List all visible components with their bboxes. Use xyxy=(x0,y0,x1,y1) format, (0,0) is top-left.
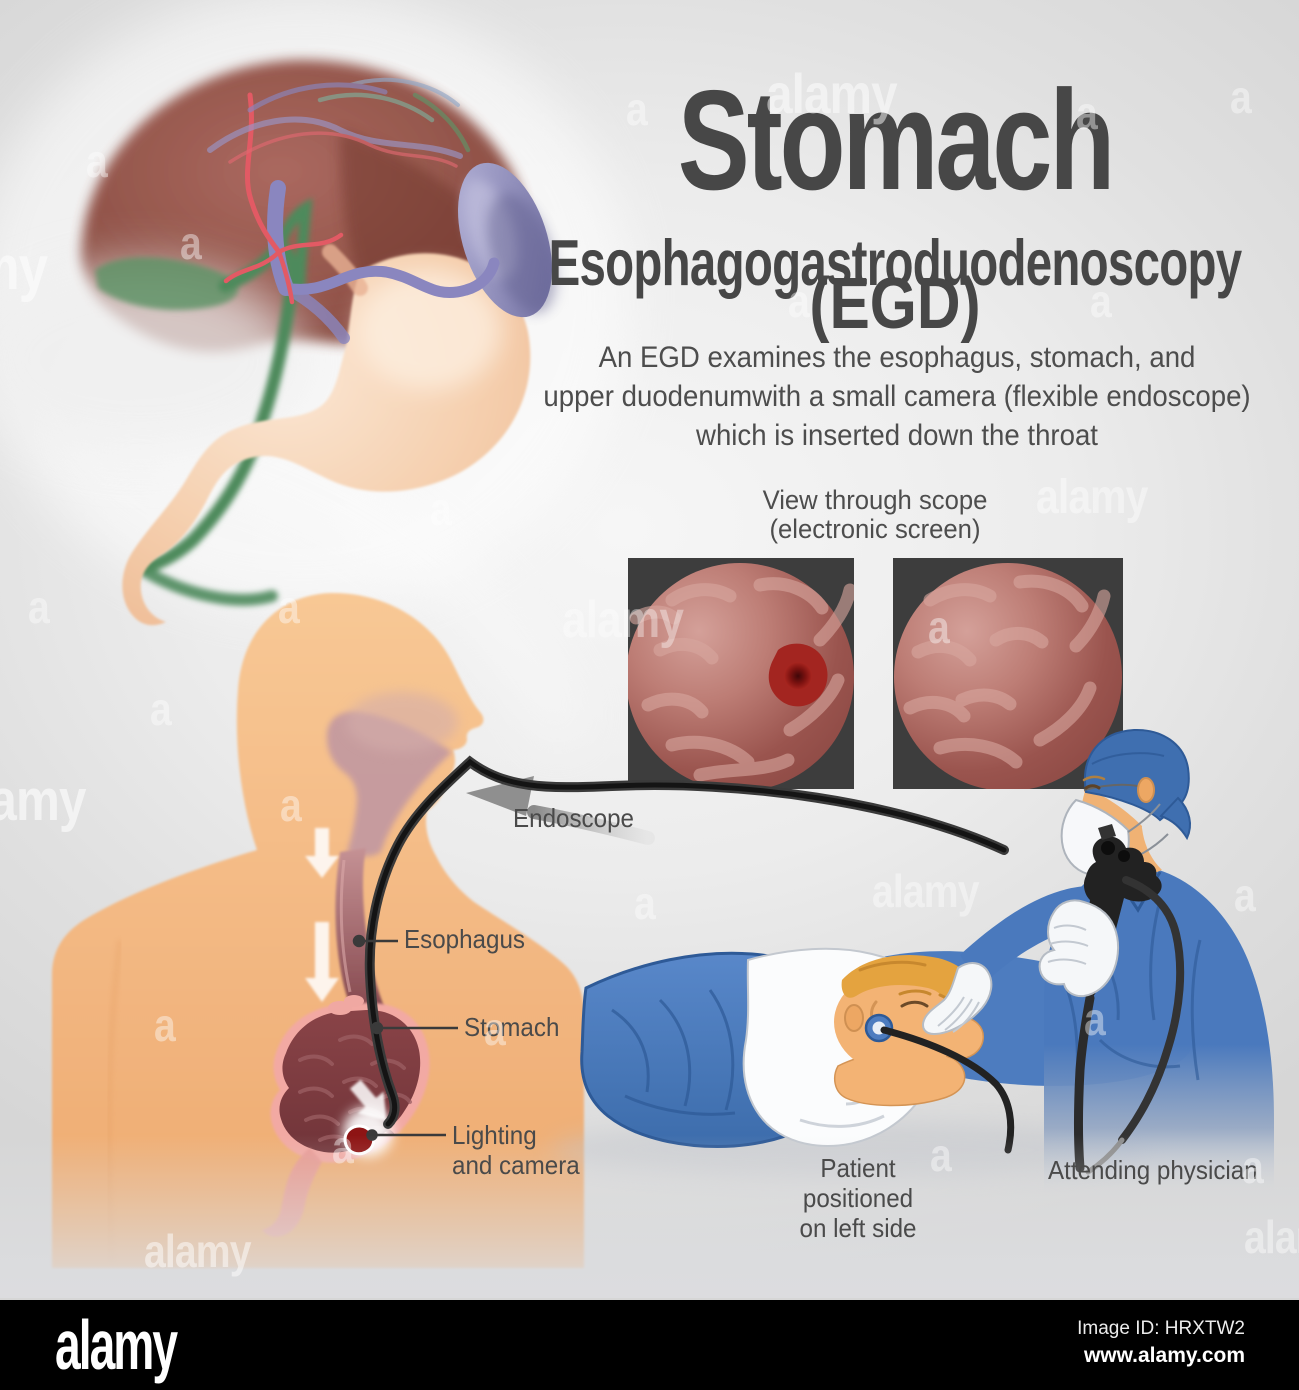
bottom-fade xyxy=(0,1135,1299,1298)
patient-figure xyxy=(550,947,1193,1178)
body-silhouette xyxy=(52,592,584,1268)
liver-fade xyxy=(0,265,305,455)
image-id-text: Image ID: HRXTW2 xyxy=(1077,1318,1245,1339)
endoscope-cable xyxy=(364,755,1009,1129)
flow-arrows xyxy=(305,828,387,1121)
scrub-cap xyxy=(1083,728,1190,822)
physician-figure xyxy=(922,728,1274,1192)
portal-vein xyxy=(266,180,500,344)
website-url: www.alamy.com xyxy=(1083,1344,1245,1367)
glove-holding-scope xyxy=(1038,899,1120,998)
glove-on-patient xyxy=(922,962,993,1036)
umbilical-cable xyxy=(1118,876,1185,1144)
glove-finger-lines xyxy=(937,996,980,1033)
mucosa-folds-right xyxy=(903,574,1111,769)
footer-credits: Image ID: HRXTW2 www.alamy.com xyxy=(1077,1316,1245,1370)
tissue-view-right xyxy=(894,563,1122,789)
alamy-logo: alamy xyxy=(55,1306,178,1384)
cardia-fold2 xyxy=(344,995,364,1007)
mucosa-folds-left xyxy=(629,577,854,782)
cap-tail xyxy=(1159,796,1191,841)
cap-seam xyxy=(1091,752,1165,765)
ulcer-center xyxy=(784,662,812,690)
esophagus-highlight xyxy=(339,859,352,993)
nasal-cavity xyxy=(346,692,458,752)
patient-hair xyxy=(841,954,974,1019)
scope-screen-left xyxy=(628,558,854,789)
footer-bar: alamy Image ID: HRXTW2 www.alamy.com xyxy=(0,1300,1299,1390)
physician-eye xyxy=(1082,775,1106,790)
glasses-temple xyxy=(1083,783,1139,791)
stomach-shape xyxy=(122,244,531,626)
rugae-texture xyxy=(298,1034,412,1146)
patient-scope-cable xyxy=(880,1026,1015,1154)
physician-ear xyxy=(1137,777,1155,803)
stomach-anatomy-illustration xyxy=(0,60,557,626)
patient-ear xyxy=(844,1004,864,1032)
liver-surface-vessels xyxy=(207,77,471,168)
glove2-finger-lines xyxy=(1047,924,1089,965)
scope-screen-right xyxy=(893,558,1123,789)
